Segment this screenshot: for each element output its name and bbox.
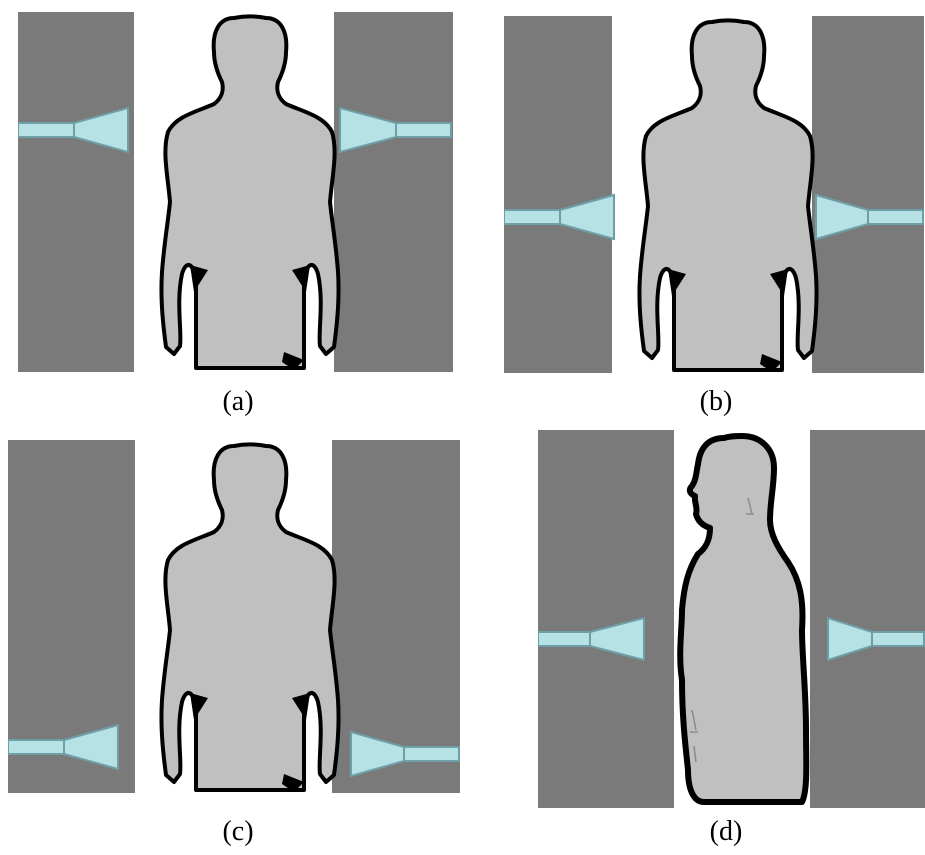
human-back-figure [159,442,341,792]
panel-a [18,12,453,372]
right-wall [812,16,924,373]
antenna-right [827,616,925,662]
left-wall [538,430,674,808]
scene-c [8,440,460,793]
scene-b [504,16,924,373]
panel-label-d: (d) [709,816,743,847]
human-back-figure [159,14,341,370]
panel-d [538,430,925,808]
antenna-left [504,193,615,241]
panel-label-b: (b) [699,386,733,417]
antenna-right [815,193,924,241]
right-wall [334,12,453,372]
antenna-right [339,106,452,154]
left-wall [504,16,612,373]
human-back-figure [637,18,819,372]
panel-label-c: (c) [222,816,254,847]
antenna-left [8,723,119,771]
antenna-left [538,616,645,662]
scene-a [18,12,453,372]
antenna-left [18,106,129,154]
left-wall [18,12,134,372]
scene-d [538,430,925,808]
panel-c [8,440,460,793]
human-side-figure [677,433,810,805]
antenna-right [350,730,460,778]
panel-label-a: (a) [222,386,254,417]
panel-b [504,16,924,373]
